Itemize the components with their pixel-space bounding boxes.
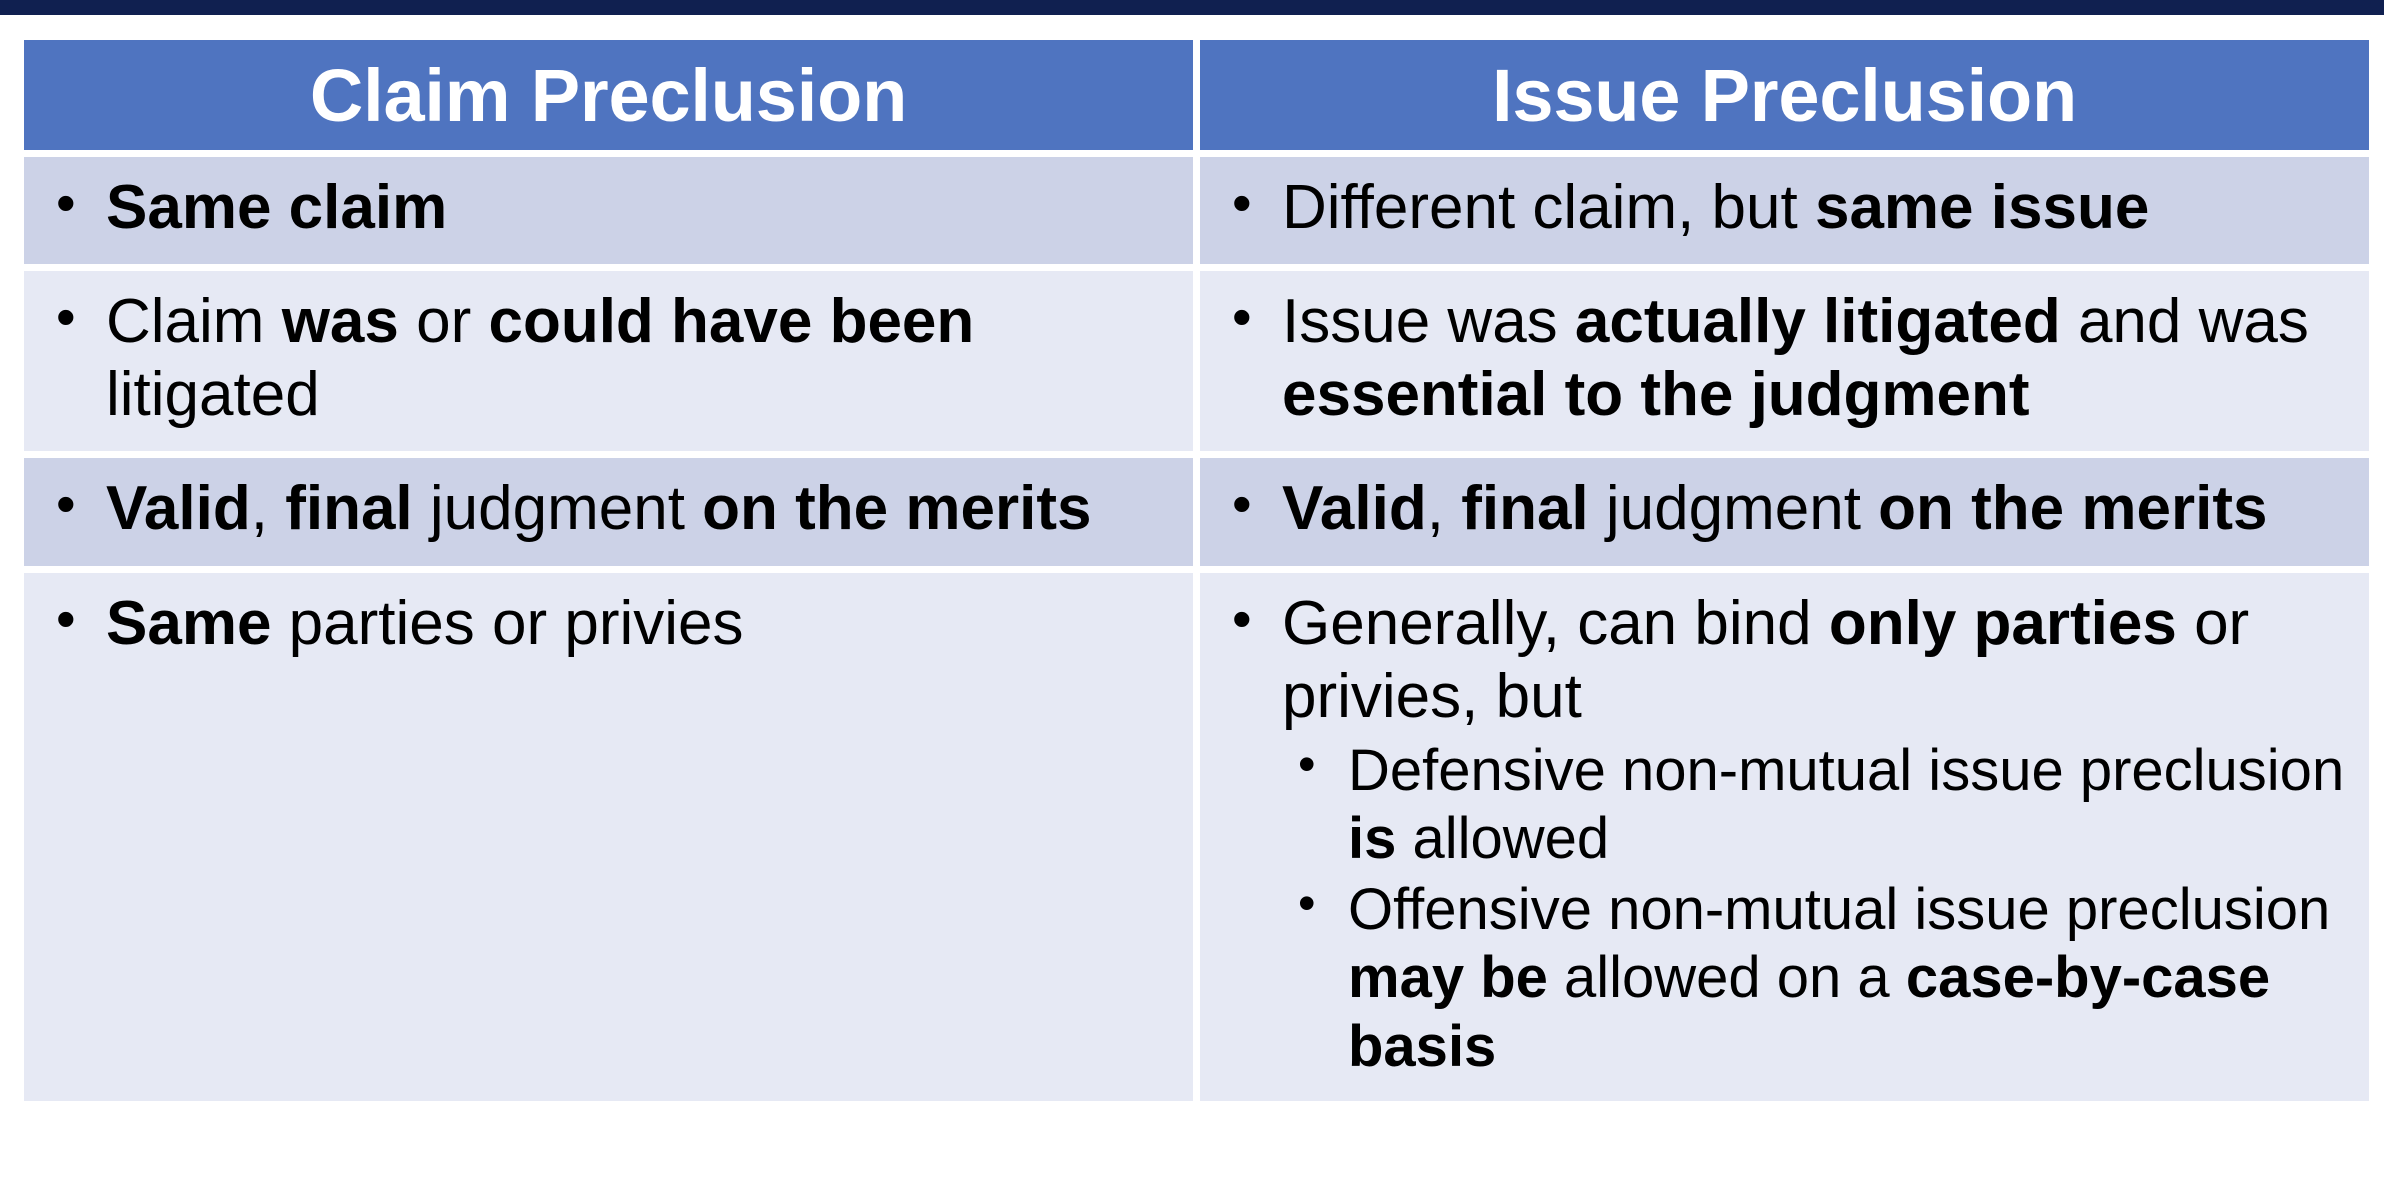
- text-run-bold: Valid: [106, 474, 251, 544]
- cell-issue-row3: Valid, final judgment on the merits: [1200, 458, 2369, 566]
- text-run-bold: on the merits: [1878, 474, 2268, 544]
- text-run: allowed on a: [1547, 945, 1906, 1011]
- bullet-list: Same parties or privies: [42, 585, 1175, 660]
- text-run-bold: actually litigated: [1574, 287, 2061, 357]
- text-run: ,: [1426, 474, 1462, 544]
- table-header-row: Claim Preclusion Issue Preclusion: [24, 40, 2369, 150]
- text-run: Defensive non-mutual issue preclusion: [1348, 737, 2345, 803]
- text-run: or privies, but: [1282, 588, 2250, 731]
- cell-claim-row4: Same parties or privies: [24, 572, 1193, 1102]
- cell-issue-row1: Different claim, but same issue: [1200, 157, 2369, 265]
- text-run-bold: only parties: [1828, 588, 2177, 658]
- sub-bullet-list: Defensive non-mutual issue preclusion is…: [1282, 734, 2351, 1081]
- list-item: Same parties or privies: [42, 585, 1175, 660]
- bullet-list: Same claim: [42, 169, 1175, 244]
- comparison-table-container: Claim Preclusion Issue Preclusion Same c…: [17, 33, 2369, 1198]
- preclusion-comparison-table: Claim Preclusion Issue Preclusion Same c…: [17, 33, 2376, 1108]
- table-row: Same parties or privies Generally, can b…: [24, 572, 2369, 1102]
- list-item: Issue was actually litigated and was ess…: [1218, 283, 2351, 431]
- text-run: judgment: [412, 474, 703, 544]
- list-item: Different claim, but same issue: [1218, 169, 2351, 244]
- bullet-list: Different claim, but same issue: [1218, 169, 2351, 244]
- list-item: Claim was or could have been litigated: [42, 283, 1175, 431]
- text-run: parties or privies: [271, 588, 744, 658]
- text-run: Claim: [106, 287, 282, 357]
- list-item: Valid, final judgment on the merits: [1218, 470, 2351, 545]
- text-run: or: [398, 287, 489, 357]
- list-item: Generally, can bind only parties or priv…: [1218, 585, 2351, 1082]
- cell-issue-row2: Issue was actually litigated and was ess…: [1200, 271, 2369, 452]
- top-accent-bar: [0, 0, 2384, 15]
- table-row: Valid, final judgment on the merits Vali…: [24, 458, 2369, 566]
- column-header-claim-preclusion: Claim Preclusion: [24, 40, 1193, 150]
- text-run: litigated: [106, 360, 320, 430]
- text-run-bold: Same claim: [106, 173, 448, 242]
- text-run: Offensive non-mutual issue preclusion: [1348, 876, 2331, 942]
- table-row: Claim was or could have been litigated I…: [24, 271, 2369, 452]
- text-run: Generally, can bind: [1282, 588, 1829, 658]
- text-run-bold: may be: [1348, 945, 1548, 1011]
- table-row: Same claim Different claim, but same iss…: [24, 157, 2369, 265]
- cell-claim-row1: Same claim: [24, 157, 1193, 265]
- cell-claim-row3: Valid, final judgment on the merits: [24, 458, 1193, 566]
- list-item: Same claim: [42, 169, 1175, 244]
- text-run-bold: on the merits: [702, 474, 1092, 544]
- sub-list-item: Defensive non-mutual issue preclusion is…: [1282, 734, 2351, 874]
- sub-list-item: Offensive non-mutual issue preclusion ma…: [1282, 873, 2351, 1081]
- bullet-list: Claim was or could have been litigated: [42, 283, 1175, 431]
- table-body: Same claim Different claim, but same iss…: [24, 157, 2369, 1102]
- text-run-bold: was: [281, 287, 399, 357]
- text-run: and was: [2060, 287, 2309, 357]
- cell-claim-row2: Claim was or could have been litigated: [24, 271, 1193, 452]
- text-run-bold: essential to the judgment: [1282, 360, 2030, 430]
- bullet-list: Issue was actually litigated and was ess…: [1218, 283, 2351, 431]
- text-run-bold: final: [285, 474, 413, 544]
- text-run-bold: final: [1461, 474, 1589, 544]
- text-run-bold: is: [1348, 806, 1397, 872]
- text-run: allowed: [1396, 806, 1610, 872]
- cell-issue-row4: Generally, can bind only parties or priv…: [1200, 572, 2369, 1102]
- text-run: ,: [250, 474, 286, 544]
- list-item: Valid, final judgment on the merits: [42, 470, 1175, 545]
- bullet-list: Valid, final judgment on the merits: [42, 470, 1175, 545]
- text-run-bold: Valid: [1282, 474, 1427, 544]
- text-run: judgment: [1588, 474, 1879, 544]
- text-run-bold: same issue: [1814, 173, 2150, 242]
- text-run: Different claim, but: [1282, 173, 1815, 242]
- text-run-bold: could have been: [488, 287, 975, 357]
- text-run-bold: Same: [106, 588, 272, 658]
- bullet-list: Generally, can bind only parties or priv…: [1218, 585, 2351, 1082]
- text-run: Issue was: [1282, 287, 1575, 357]
- bullet-list: Valid, final judgment on the merits: [1218, 470, 2351, 545]
- text-run-bold: case-by-case basis: [1348, 945, 2271, 1079]
- column-header-issue-preclusion: Issue Preclusion: [1200, 40, 2369, 150]
